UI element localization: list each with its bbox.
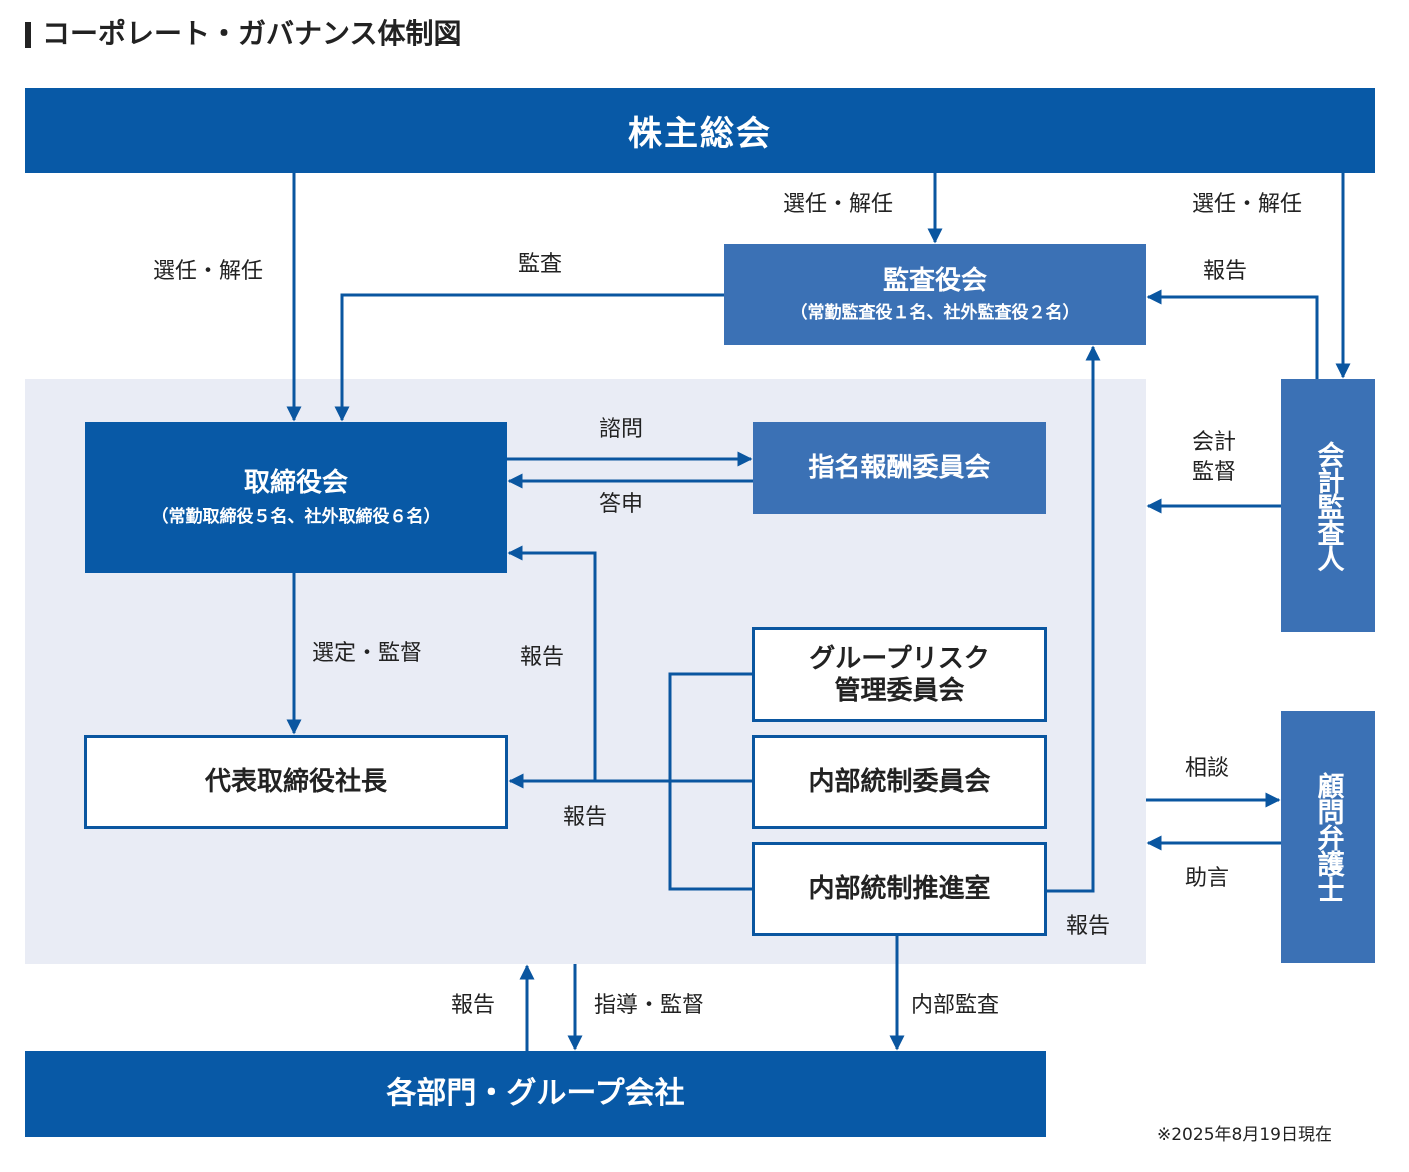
internal-control-office-box: 内部統制推進室	[752, 842, 1047, 936]
group-risk-committee-box: グループリスク 管理委員会	[752, 627, 1047, 722]
guide-supervise-label: 指導・監督	[594, 993, 705, 1018]
audit-board-label: 監査役会	[882, 265, 987, 296]
accounting-audit-label-line2: 監督	[1191, 460, 1236, 485]
departments-box: 各部門・グループ会社	[25, 1051, 1046, 1137]
committee-bracket	[668, 672, 752, 891]
audit-arrow	[334, 293, 724, 422]
accounting-audit-label: 会計 監督	[1184, 428, 1244, 488]
departments-label: 各部門・グループ会社	[386, 1076, 685, 1111]
internal-audit-label: 内部監査	[911, 993, 1000, 1018]
internal-control-committee-label: 内部統制委員会	[808, 767, 991, 797]
elect-auditor-label: 選任・解任	[1192, 192, 1303, 217]
internal-control-office-label: 内部統制推進室	[808, 874, 991, 904]
president-label: 代表取締役社長	[204, 767, 387, 797]
title-marker	[25, 22, 31, 48]
shareholders-meeting-box: 株主総会	[25, 88, 1375, 173]
legal-counsel-label: 顧問弁護士	[1312, 772, 1344, 902]
audit-board-members: （常勤監査役１名、社外監査役２名）	[790, 302, 1080, 323]
nomination-committee-label: 指名報酬委員会	[808, 453, 991, 483]
auditor-report-label: 報告	[1203, 259, 1248, 284]
group-risk-committee-line2: 管理委員会	[834, 675, 965, 706]
answer-label: 答申	[599, 492, 644, 517]
report-to-president-label: 報告	[563, 805, 608, 830]
elect-board-label: 選任・解任	[153, 259, 264, 284]
auditor-report-arrow	[1146, 289, 1319, 379]
accounting-auditor-label: 会計監査人	[1312, 440, 1344, 571]
report-to-board-arrow	[507, 545, 597, 781]
audit-board-box: 監査役会 （常勤監査役１名、社外監査役２名）	[724, 244, 1146, 345]
legal-counsel-box: 顧問弁護士	[1281, 711, 1375, 963]
audit-label: 監査	[518, 252, 563, 277]
group-risk-committee-line1: グループリスク	[809, 643, 990, 674]
board-of-directors-members: （常勤取締役５名、社外取締役６名）	[151, 506, 441, 527]
advice-label: 助言	[1185, 866, 1230, 891]
consult-label: 諮問	[599, 417, 644, 442]
report-to-board-label: 報告	[520, 645, 565, 670]
accounting-auditor-box: 会計監査人	[1281, 379, 1375, 632]
as-of-date-note: ※2025年8月19日現在	[1157, 1125, 1332, 1145]
president-box: 代表取締役社長	[84, 735, 508, 829]
elect-audit-label: 選任・解任	[783, 192, 894, 217]
office-report-arrow	[1047, 345, 1101, 893]
depts-report-label: 報告	[451, 993, 496, 1018]
accounting-audit-label-line1: 会計	[1191, 430, 1236, 455]
board-of-directors-box: 取締役会 （常勤取締役５名、社外取締役６名）	[85, 422, 507, 573]
shareholders-meeting-label: 株主総会	[628, 114, 772, 154]
internal-control-committee-box: 内部統制委員会	[752, 735, 1047, 829]
consultation-label: 相談	[1185, 756, 1230, 781]
board-of-directors-label: 取締役会	[243, 467, 348, 498]
select-supervise-label: 選定・監督	[312, 641, 423, 666]
office-report-label: 報告	[1066, 914, 1111, 939]
page-title: コーポレート・ガバナンス体制図	[42, 17, 462, 50]
nomination-committee-box: 指名報酬委員会	[753, 422, 1046, 514]
